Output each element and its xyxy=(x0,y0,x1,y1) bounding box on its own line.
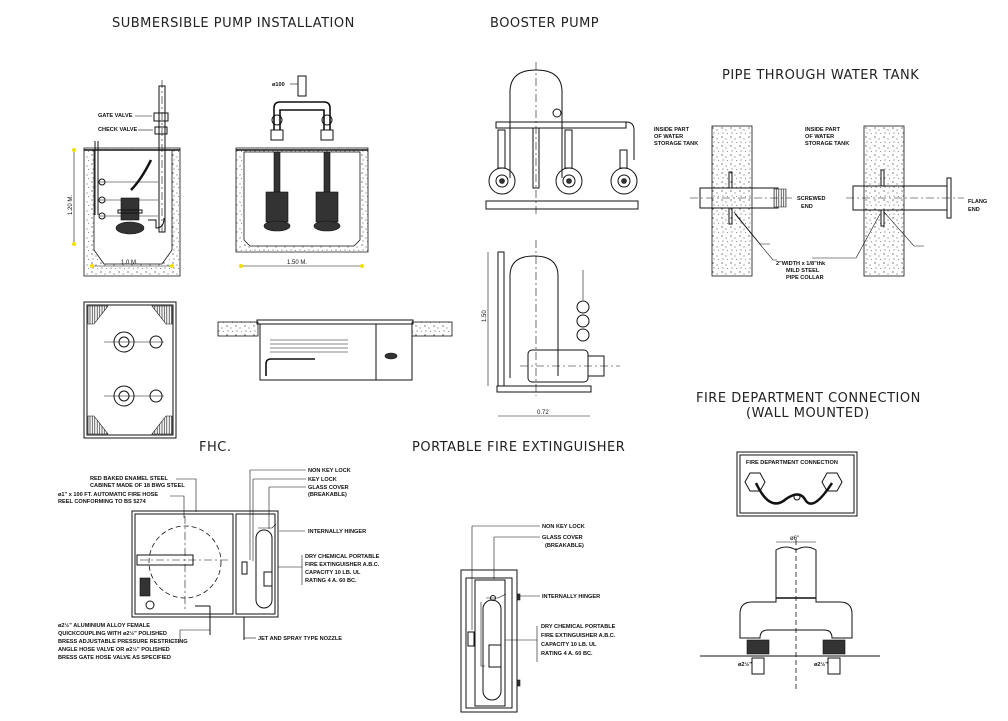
fdc-chain xyxy=(754,482,834,505)
title-fdc-line1: FIRE DEPARTMENT CONNECTION xyxy=(696,391,921,406)
label-inside-part-b3: STORAGE TANK xyxy=(805,141,849,147)
fhc-label-ext-1: DRY CHEMICAL PORTABLE xyxy=(305,554,380,560)
title-booster-pump: BOOSTER PUMP xyxy=(490,16,599,31)
pfe-label-ext-3: CAPACITY 10 LB. UL xyxy=(541,642,597,648)
label-collar-2: MILD STEEL xyxy=(786,268,820,274)
valve-right-icon xyxy=(320,114,334,141)
label-screwed-end: END xyxy=(801,204,813,210)
dim-booster-width: 0.72 xyxy=(537,410,549,416)
label-check-valve: CHECK VALVE xyxy=(98,127,138,133)
label-collar-3: PIPE COLLAR xyxy=(786,275,824,281)
label-inside-part-b1: INSIDE PART xyxy=(805,127,841,133)
fdc-plate: FIRE DEPARTMENT CONNECTION xyxy=(736,451,858,517)
booster-pump-2-icon xyxy=(555,129,583,195)
pfe-label-ext-1: DRY CHEMICAL PORTABLE xyxy=(541,624,616,630)
booster-pump-3-icon xyxy=(610,149,638,195)
fhc-label-valve-4: ANGLE HOSE VALVE OR ø2½" POLISHED xyxy=(58,646,170,653)
pfe-label-ext-4: RATING 4 A. 60 BC. xyxy=(541,651,593,657)
label-flange: FLANG xyxy=(968,199,987,205)
dim-width-single: 1.0 M. xyxy=(121,260,138,266)
fhc-label-valve-2: QUICKCOUPLING WITH ø2½" POLISHED xyxy=(58,630,167,637)
label-gate-valve: GATE VALVE xyxy=(98,113,133,119)
booster-pump-1-icon xyxy=(488,129,516,195)
pipe-tank-screwed: INSIDE PART OF WATER STORAGE TANK SCREWE… xyxy=(654,125,826,277)
pfe-label-glass-2: (BREAKABLE) xyxy=(545,543,584,549)
booster-pump-front xyxy=(485,62,639,214)
pipe-tank-flanged: INSIDE PART OF WATER STORAGE TANK FLANG … xyxy=(776,125,987,281)
fhc-label-glass-1: GLASS COVER xyxy=(308,485,349,491)
dim-booster-height: 1.50 xyxy=(482,310,488,322)
booster-pump-side: 1.50 0.72 xyxy=(482,240,620,417)
fhc-label-cabinet-1: RED BAKED ENAMEL STEEL xyxy=(90,476,168,482)
label-collar-1: 2"WIDTH x 1/8"thk xyxy=(776,261,826,267)
fhc-label-valve-1: ø2½" ALUMINIUM ALLOY FEMALE xyxy=(58,622,150,629)
fdc-inlet-left-icon xyxy=(744,472,766,492)
title-pipe-through-tank: PIPE THROUGH WATER TANK xyxy=(722,68,919,83)
fhc-label-ext-2: FIRE EXTINGUISHER A.B.C. xyxy=(305,562,380,568)
label-screwed: SCREWED xyxy=(797,196,826,202)
fhc-cabinet xyxy=(131,510,279,640)
label-inside-part-b2: OF WATER xyxy=(805,134,834,140)
fhc-label-valve-5: BRESS GATE HOSE VALVE AS SPECIFIED xyxy=(58,655,171,661)
pfe-label-glass-1: GLASS COVER xyxy=(542,535,583,541)
fhc-label-nozzle: JET AND SPRAY TYPE NOZZLE xyxy=(258,636,342,642)
pfe-cabinet xyxy=(460,569,521,713)
fhc-label-non-key-lock: NON KEY LOCK xyxy=(308,468,351,474)
dim-depth: 1.20 M. xyxy=(68,195,74,215)
label-inside-part-2: OF WATER xyxy=(654,134,683,140)
title-fdc-line2: (WALL MOUNTED) xyxy=(746,406,870,421)
label-flange-end: END xyxy=(968,207,980,213)
pfe-label-ext-2: FIRE EXTINGUISHER A.B.C. xyxy=(541,633,616,639)
pump-pit-plan xyxy=(83,301,177,439)
pfe-extinguisher-icon xyxy=(480,593,507,701)
fdc-plate-label: FIRE DEPARTMENT CONNECTION xyxy=(746,460,838,466)
fhc-callouts: RED BAKED ENAMEL STEEL CABINET MADE OF 1… xyxy=(58,468,380,661)
fhc-label-hinge: INTERNALLY HINGER xyxy=(308,529,366,535)
pfe-callouts: NON KEY LOCK GLASS COVER (BREAKABLE) INT… xyxy=(471,524,616,662)
submersible-pump-double-section: ø100 1.50 M. xyxy=(235,75,369,268)
title-portable-extinguisher: PORTABLE FIRE EXTINGUISHER xyxy=(412,440,625,455)
fhc-label-glass-2: (BREAKABLE) xyxy=(308,492,347,498)
fhc-label-cabinet-2: CABINET MADE OF 18 BWG STEEL xyxy=(90,483,185,489)
dim-fdc-pipe: ø6" xyxy=(790,536,799,542)
label-inside-part-3: STORAGE TANK xyxy=(654,141,698,147)
label-pipe-dia: ø100 xyxy=(272,82,285,88)
pfe-label-non-key-lock: NON KEY LOCK xyxy=(542,524,585,530)
fhc-label-ext-4: RATING 4 A. 60 BC. xyxy=(305,578,357,584)
dim-fdc-inlet-left: ø2½" xyxy=(738,661,752,668)
pump-right-icon xyxy=(313,191,341,232)
title-submersible-pump: SUBMERSIBLE PUMP INSTALLATION xyxy=(112,16,355,31)
pump-pit-section xyxy=(217,319,453,381)
dim-width-double: 1.50 M. xyxy=(287,260,307,266)
fhc-label-key-lock: KEY LOCK xyxy=(308,477,337,483)
submersible-pump-icon xyxy=(115,197,165,235)
fdc-elevation: ø6" ø2½" ø2½" xyxy=(700,536,880,690)
title-fhc: FHC. xyxy=(199,440,231,455)
fhc-label-valve-3: BRESS ADJUSTABLE PRESSURE RESTRICTING xyxy=(58,639,188,645)
valve-left-icon xyxy=(270,114,284,141)
dim-fdc-inlet-right: ø2½" xyxy=(814,661,828,668)
fdc-inlet-right-icon xyxy=(821,472,843,492)
fhc-label-ext-3: CAPACITY 10 LB. UL xyxy=(305,570,361,576)
fhc-label-hose-1: ø1" x 100 FT. AUTOMATIC FIRE HOSE xyxy=(58,492,158,498)
pump-left-icon xyxy=(263,191,291,232)
pfe-label-hinge: INTERNALLY HINGER xyxy=(542,594,600,600)
fhc-extinguisher-icon xyxy=(255,523,277,609)
label-inside-part-1: INSIDE PART xyxy=(654,127,690,133)
fhc-label-hose-2: REEL CONFORMING TO BS 5274 xyxy=(58,499,147,505)
submersible-pump-single-section: GATE VALVE CHECK VALVE 1.20 M. 1.0 M. xyxy=(68,80,181,277)
